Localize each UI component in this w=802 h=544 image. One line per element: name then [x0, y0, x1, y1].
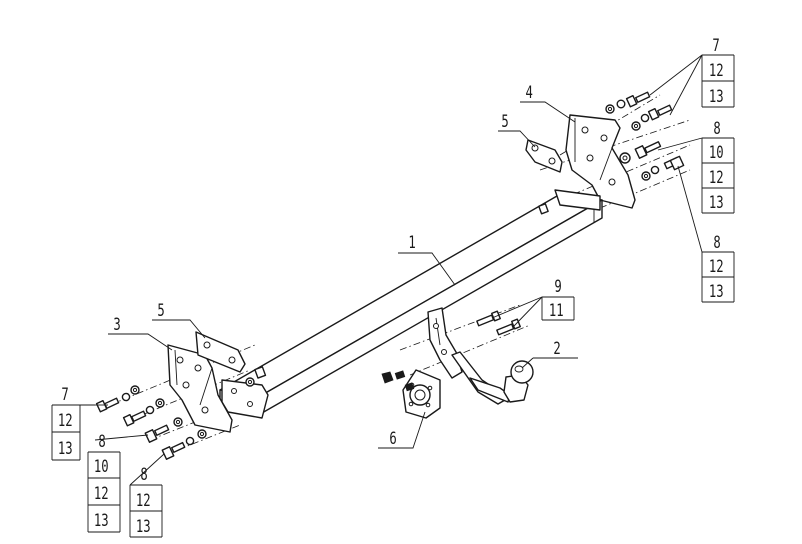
- ball-hook: [451, 351, 534, 405]
- right-mounting-bracket: [565, 114, 636, 209]
- stack-7-right-l2: 13: [709, 87, 724, 107]
- callout-3: 3: [113, 315, 120, 335]
- stack-8-right-l3: 13: [709, 193, 724, 213]
- stack-8-left-lower: 8 12 13: [129, 465, 163, 538]
- stack-8-left-l2: 12: [94, 484, 109, 504]
- stack-8-right-lower-l1: 12: [709, 257, 724, 277]
- leader-lines: [94, 54, 703, 486]
- stack-7-right: 7 12 13: [701, 36, 735, 108]
- left-counter-plate: [195, 331, 246, 373]
- left-fasteners: [95, 366, 267, 460]
- callout-labels: 1 2 3 4 5 5 6: [113, 83, 560, 449]
- stack-8-right-l0: 8: [713, 119, 720, 139]
- right-counter-plate: [525, 139, 563, 173]
- stack-8-right-lower: 8 12 13: [701, 233, 735, 303]
- stack-7-right-l0: 7: [712, 36, 719, 56]
- stack-8-left-l3: 13: [94, 511, 109, 531]
- callout-2: 2: [553, 339, 560, 359]
- callout-5-right: 5: [501, 112, 508, 132]
- stack-8-left-l0: 8: [98, 432, 105, 452]
- stack-8-left-l1: 10: [94, 457, 109, 477]
- stack-7-left-l2: 13: [58, 439, 73, 459]
- socket-plate: [394, 369, 441, 419]
- stack-7-left-l0: 7: [61, 385, 68, 405]
- stack-8-right: 8 10 12 13: [701, 119, 735, 214]
- stack-8-right-lower-l0: 8: [713, 233, 720, 253]
- stack-9-l0: 9: [554, 277, 561, 297]
- main-cross-beam: [219, 189, 603, 419]
- stack-7-left-l1: 12: [58, 411, 73, 431]
- callout-4: 4: [525, 83, 532, 103]
- stack-8-left-lower-l1: 12: [136, 491, 151, 511]
- stack-8-left: 8 10 12 13: [87, 432, 121, 533]
- stack-8-left-lower-l2: 13: [136, 517, 151, 537]
- right-fasteners: [538, 91, 685, 215]
- stack-7-right-l1: 12: [709, 61, 724, 81]
- stack-8-right-l1: 10: [709, 143, 724, 163]
- left-mounting-bracket: [167, 344, 233, 433]
- callout-6: 6: [389, 429, 396, 449]
- stack-8-left-lower-l0: 8: [140, 465, 147, 485]
- callout-1: 1: [408, 233, 415, 253]
- stack-8-right-l2: 12: [709, 168, 724, 188]
- stack-7-left: 7 12 13: [51, 385, 95, 461]
- stack-9: 9 11: [541, 277, 575, 321]
- stack-9-l1: 11: [549, 301, 564, 321]
- callout-5-left: 5: [157, 301, 164, 321]
- ball-hook-mount: [427, 307, 463, 379]
- stack-8-right-lower-l2: 13: [709, 282, 724, 302]
